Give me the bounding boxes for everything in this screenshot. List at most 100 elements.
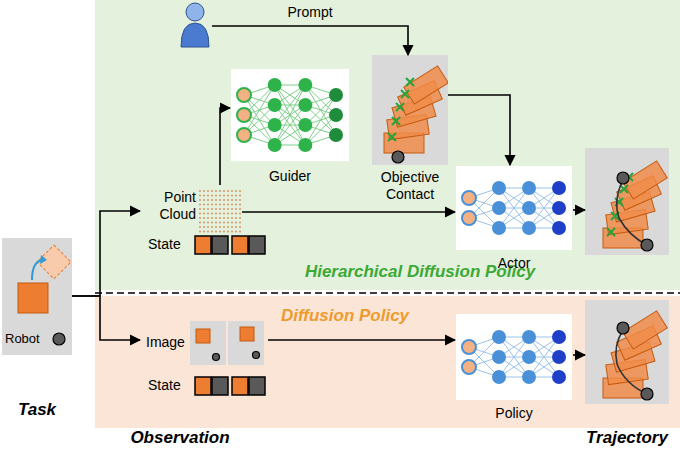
cloud-point bbox=[227, 226, 229, 228]
cloud-point bbox=[207, 204, 209, 206]
cloud-point bbox=[203, 226, 205, 228]
point-cloud: Point Cloud bbox=[140, 185, 242, 237]
cloud-point bbox=[203, 222, 205, 224]
band-divider bbox=[95, 292, 680, 294]
image-frame bbox=[228, 321, 264, 365]
cloud-point bbox=[211, 222, 213, 224]
network-neuron bbox=[268, 98, 282, 112]
actor-network: Actor bbox=[455, 165, 573, 275]
text-slot: Point Cloud bbox=[142, 189, 196, 223]
cloud-point bbox=[207, 199, 209, 201]
cloud-point bbox=[227, 195, 229, 197]
cloud-point bbox=[239, 195, 241, 197]
text-slot: Diffusion Policy bbox=[180, 306, 510, 326]
scene-ground bbox=[372, 55, 448, 165]
cloud-point bbox=[239, 213, 241, 215]
robot-dot bbox=[213, 354, 220, 361]
cloud-point bbox=[239, 204, 241, 206]
node-label: Policy bbox=[455, 405, 573, 422]
state-vector: State bbox=[148, 232, 268, 258]
objective-contact: Objective Contact bbox=[372, 55, 448, 207]
cloud-point bbox=[235, 204, 237, 206]
network-neuron bbox=[522, 370, 536, 384]
cloud-point bbox=[199, 204, 201, 206]
cloud-point bbox=[219, 222, 221, 224]
state-cell bbox=[195, 377, 211, 395]
network-neuron bbox=[492, 181, 506, 195]
network-neuron bbox=[522, 221, 536, 235]
cloud-point bbox=[227, 199, 229, 201]
connector-arrow bbox=[573, 354, 585, 356]
network-neuron bbox=[552, 221, 566, 235]
contact-mark bbox=[392, 117, 400, 125]
cloud-point bbox=[223, 217, 225, 219]
point-cloud-illustration bbox=[140, 185, 242, 237]
cloud-point bbox=[227, 190, 229, 192]
cloud-point bbox=[235, 195, 237, 197]
network-neuron bbox=[329, 128, 343, 142]
text-slot: State bbox=[148, 236, 192, 253]
trajectory-scene bbox=[585, 300, 669, 404]
section-label: Task bbox=[2, 400, 72, 420]
cloud-point bbox=[219, 199, 221, 201]
cloud-point bbox=[207, 231, 209, 233]
guider-network: Guider bbox=[230, 68, 350, 190]
node-label: Robot bbox=[5, 331, 49, 347]
cloud-point bbox=[203, 231, 205, 233]
scene-ground bbox=[585, 148, 669, 255]
cloud-point bbox=[231, 217, 233, 219]
guider-illustration bbox=[230, 68, 350, 162]
image-illustration bbox=[140, 318, 268, 368]
cloud-point bbox=[223, 222, 225, 224]
cloud-point bbox=[235, 222, 237, 224]
cloud-point bbox=[223, 208, 225, 210]
cloud-point bbox=[215, 195, 217, 197]
scene-ground bbox=[2, 238, 72, 355]
start-object bbox=[18, 283, 48, 313]
cloud-point bbox=[239, 231, 241, 233]
user-body bbox=[181, 23, 209, 47]
network-neuron bbox=[552, 350, 566, 364]
cloud-point bbox=[227, 208, 229, 210]
cloud-point bbox=[211, 199, 213, 201]
connector-arrow bbox=[242, 211, 455, 213]
network-neuron bbox=[522, 330, 536, 344]
user-icon bbox=[178, 0, 212, 48]
cloud-point bbox=[211, 213, 213, 215]
cloud-point bbox=[207, 213, 209, 215]
cloud-point bbox=[219, 195, 221, 197]
text-slot: Image bbox=[146, 334, 188, 351]
cloud-point bbox=[199, 222, 201, 224]
hierarchical-band: Hierarchical Diffusion Policy Point Cloud… bbox=[95, 0, 680, 290]
cloud-point bbox=[215, 208, 217, 210]
cloud-point bbox=[231, 204, 233, 206]
node-label: State bbox=[148, 377, 192, 394]
cloud-point bbox=[239, 190, 241, 192]
cloud-point bbox=[223, 195, 225, 197]
network-neuron bbox=[522, 350, 536, 364]
cloud-point bbox=[231, 190, 233, 192]
network-neuron bbox=[462, 211, 476, 225]
state-cell bbox=[212, 377, 228, 395]
network-neuron bbox=[329, 88, 343, 102]
network-ground bbox=[231, 69, 349, 161]
network-neuron bbox=[522, 181, 536, 195]
cloud-point bbox=[235, 226, 237, 228]
cloud-point bbox=[203, 204, 205, 206]
network-neuron bbox=[492, 221, 506, 235]
cloud-point bbox=[235, 213, 237, 215]
robot-path bbox=[617, 180, 647, 245]
trajectory-scene bbox=[585, 148, 669, 255]
cloud-point bbox=[211, 195, 213, 197]
cloud-point bbox=[199, 195, 201, 197]
cloud-point bbox=[231, 195, 233, 197]
network-neuron bbox=[237, 128, 251, 142]
cloud-point bbox=[199, 213, 201, 215]
cloud-point bbox=[219, 213, 221, 215]
node-label: Guider bbox=[230, 168, 350, 185]
cloud-point bbox=[223, 213, 225, 215]
robot-dot bbox=[253, 352, 260, 359]
cloud-point bbox=[219, 226, 221, 228]
node-label: Hierarchical Diffusion Policy bbox=[180, 262, 660, 282]
